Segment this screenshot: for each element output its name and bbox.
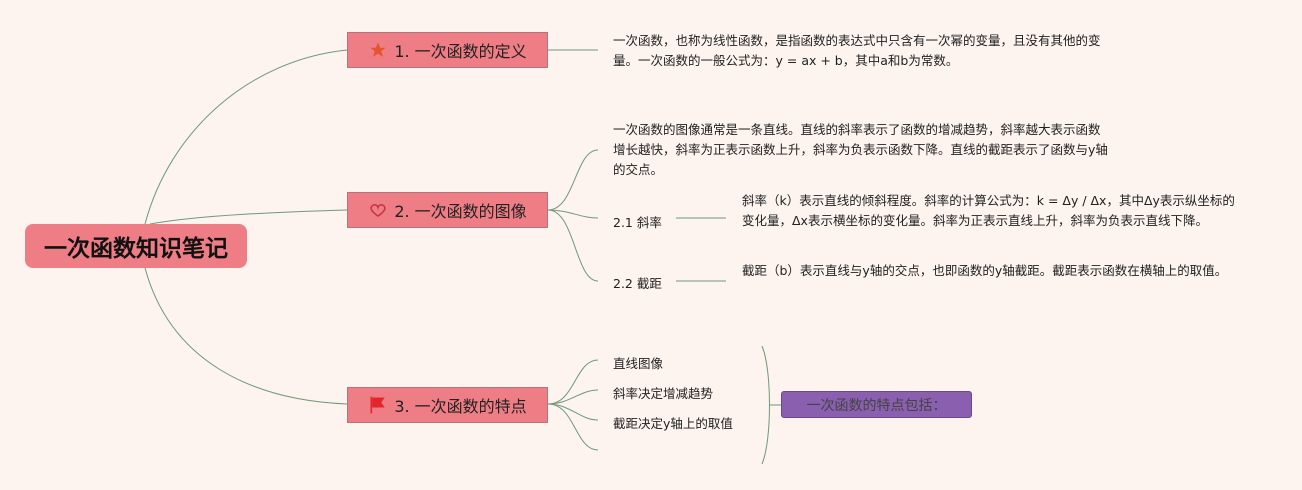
heart-icon (368, 200, 388, 220)
subtopic-intercept[interactable]: 2.2 截距 (613, 276, 662, 291)
graph-text: 一次函数的图像通常是一条直线。直线的斜率表示了函数的增减趋势，斜率越大表示函数增… (613, 122, 1108, 177)
slope-text: 斜率（k）表示直线的倾斜程度。斜率的计算公式为：k = Δy / Δx，其中Δy… (742, 193, 1235, 228)
flag-icon (368, 395, 388, 415)
feature-item[interactable]: 斜率决定增减趋势 (613, 386, 714, 401)
feature-item[interactable]: 直线图像 (613, 356, 664, 371)
summary-label: 一次函数的特点包括： (806, 397, 947, 414)
branch-graph[interactable]: 2. 一次函数的图像 (347, 192, 548, 228)
intercept-text: 截距（b）表示直线与y轴的交点，也即函数的y轴截距。截距表示函数在横轴上的取值。 (742, 263, 1228, 278)
branch-features[interactable]: 3. 一次函数的特点 (347, 387, 548, 423)
root-title: 一次函数知识笔记 (44, 236, 228, 262)
definition-text: 一次函数，也称为线性函数，是指函数的表达式中只含有一次幂的变量，且没有其他的变量… (613, 33, 1101, 68)
summary-node[interactable]: 一次函数的特点包括： (781, 391, 972, 418)
star-icon (368, 40, 388, 60)
branch-label: 3. 一次函数的特点 (394, 397, 527, 416)
feature-item[interactable]: 截距决定y轴上的取值 (613, 416, 733, 431)
root-node[interactable]: 一次函数知识笔记 (25, 224, 247, 268)
branch-definition[interactable]: 1. 一次函数的定义 (347, 32, 548, 68)
branch-label: 1. 一次函数的定义 (394, 42, 527, 61)
subtopic-slope[interactable]: 2.1 斜率 (613, 215, 662, 230)
branch-label: 2. 一次函数的图像 (394, 202, 527, 221)
